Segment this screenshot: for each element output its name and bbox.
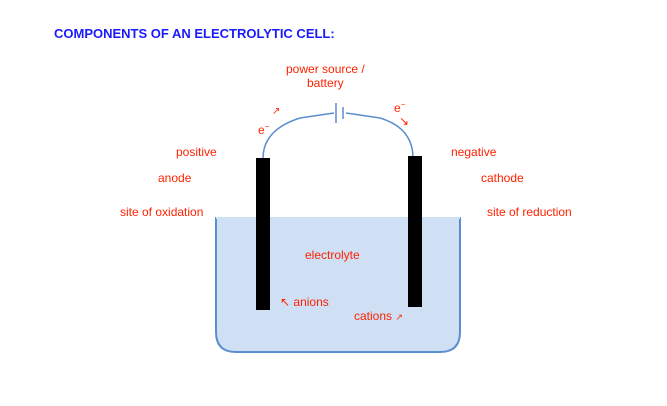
anode-sign-label: positive — [176, 145, 217, 159]
cations-arrow-icon: ↗ — [395, 312, 403, 322]
electrolyte-label: electrolyte — [305, 248, 360, 262]
reduction-site-label: site of reduction — [487, 205, 572, 219]
anions-text: anions — [293, 295, 329, 309]
anode-electrode — [256, 158, 270, 310]
electron-left-arrow-icon: ↗ — [272, 106, 281, 117]
electron-symbol: e — [394, 101, 401, 115]
cathode-sign-label: negative — [451, 145, 497, 159]
anode-label: anode — [158, 171, 192, 185]
power-source-line1: power source / — [286, 62, 365, 76]
power-source-label: power source / battery — [286, 62, 365, 90]
cations-label: cations ↗ — [354, 309, 403, 323]
electron-right: e− — [394, 100, 405, 115]
electron-right-arrow-icon: ↘ — [399, 114, 410, 128]
cathode-label: cathode — [481, 171, 524, 185]
electron-charge: − — [400, 100, 406, 109]
anions-arrow-icon: ↖ — [280, 295, 291, 309]
anions-label: ↖ anions — [280, 295, 329, 309]
oxidation-site-label: site of oxidation — [120, 205, 204, 219]
circuit-wire — [262, 112, 414, 161]
cathode-electrode — [408, 156, 422, 307]
cations-text: cations — [354, 309, 393, 323]
power-source-line2: battery — [307, 76, 344, 90]
electron-left: e− — [258, 122, 269, 137]
electrolyte-container — [215, 217, 461, 353]
electron-symbol: e — [258, 123, 265, 137]
diagram-title: COMPONENTS OF AN ELECTROLYTIC CELL: — [54, 26, 335, 41]
electron-charge: − — [264, 122, 270, 131]
